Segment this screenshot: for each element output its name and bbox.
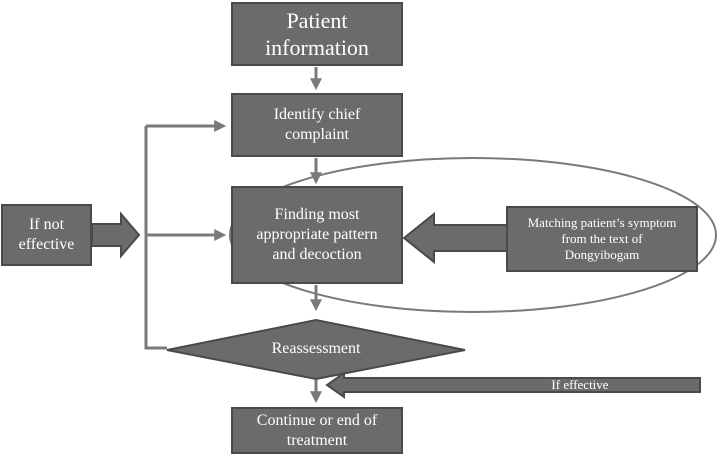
highlight-ellipse [229, 157, 717, 313]
if-not-effective-line-1: If not [28, 216, 65, 233]
block-arrow-if-effective [325, 371, 701, 399]
feedback-loop-line [144, 126, 167, 350]
finding-line-2: appropriate pattern [256, 226, 378, 243]
if-effective-label: If effective [551, 377, 609, 392]
reassessment-diamond [166, 318, 466, 381]
matching-line-3: Dongyibogam [564, 247, 640, 263]
block-arrow-if-not-effective [91, 211, 141, 259]
block-arrow-matching-to-finding [402, 211, 508, 265]
continue-line-2: treatment [286, 431, 348, 449]
identify-chief-complaint-box: Identify chief complaint [231, 93, 403, 157]
continue-line-1: Continue or end of [256, 411, 378, 429]
patient-information-line-1: Patient [286, 7, 348, 33]
reassessment-label: Reassessment [271, 340, 361, 357]
if-not-effective-box: If not effective [1, 204, 92, 266]
matching-line-1: Matching patient’s symptom [527, 214, 677, 230]
finding-line-3: and decoction [272, 246, 362, 263]
identify-line-2: complaint [285, 126, 349, 143]
patient-information-line-2: information [265, 35, 369, 60]
patient-information-box: Patient information [231, 2, 403, 66]
if-not-effective-line-2: effective [18, 236, 75, 253]
finding-pattern-box: Finding most appropriate pattern and dec… [231, 186, 403, 284]
identify-line-1: Identify chief [273, 106, 361, 123]
finding-line-1: Finding most [274, 206, 360, 223]
continue-or-end-box: Continue or end of treatment [231, 407, 403, 454]
matching-symptom-box: Matching patient’s symptom from the text… [506, 206, 698, 272]
matching-line-2: from the text of [561, 230, 643, 246]
